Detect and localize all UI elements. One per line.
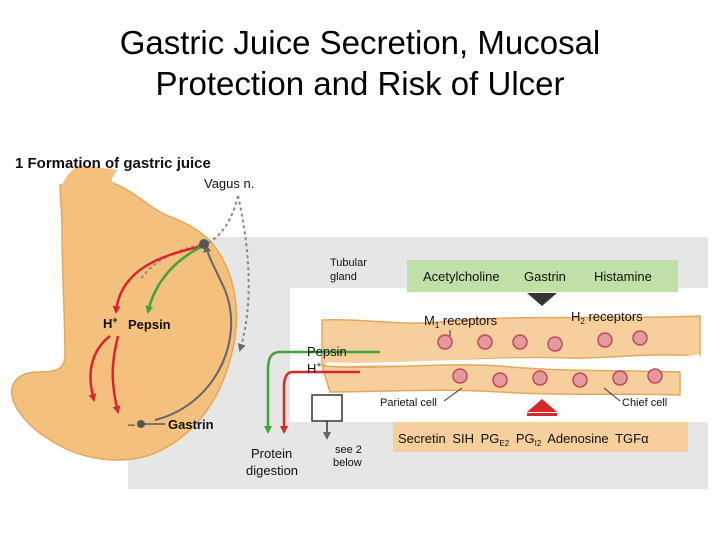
- title-line-1: Gastric Juice Secretion, Mucosal: [119, 24, 601, 61]
- cells-upper: [437, 330, 663, 388]
- gray-loop: [154, 244, 233, 421]
- pepsin-stomach: Pepsin: [128, 317, 171, 332]
- protein-digestion-1: Protein: [251, 446, 292, 461]
- stimulator-bar: [407, 260, 678, 292]
- red-arrow-down-2: [111, 335, 121, 414]
- gland-lumen: [325, 354, 701, 366]
- chief-cell-label: Chief cell: [622, 397, 667, 409]
- chief-pointer: [603, 387, 621, 402]
- pepsin-gland: Pepsin: [307, 344, 347, 359]
- see-below-2: below: [333, 457, 362, 469]
- h2-receptors-label: H2 receptors: [571, 309, 643, 326]
- parietal-cell-label: Parietal cell: [380, 397, 437, 409]
- stim-histamine: Histamine: [594, 269, 652, 284]
- inhibit-marker-bar: [527, 413, 557, 416]
- slide-title: Gastric Juice Secretion, Mucosal Protect…: [60, 22, 660, 104]
- green-arrow-protein: [264, 350, 380, 434]
- gland-tube: [321, 315, 701, 369]
- parietal-pointer: [443, 387, 463, 402]
- stim-gastrin: Gastrin: [524, 269, 566, 284]
- title-line-2: Protection and Risk of Ulcer: [155, 65, 565, 102]
- green-arrow-pepsin: [145, 244, 204, 314]
- gastrin-label: Gastrin: [168, 417, 214, 432]
- stim-acetylcholine: Acetylcholine: [423, 269, 500, 284]
- vagus-label: Vagus n.: [204, 176, 254, 191]
- see-below-1: see 2: [335, 444, 362, 456]
- red-arrow-down: [88, 335, 111, 402]
- inhibitors-text: Secretin SIH PGE2 PGI2 Adenosine TGFα: [398, 431, 649, 449]
- tubular-gland-label-2: gland: [330, 271, 357, 283]
- h-plus-stomach: H+: [103, 315, 118, 331]
- figure-heading: 1 Formation of gastric juice: [15, 155, 211, 172]
- m1-receptors-label: M1 receptors: [424, 313, 498, 330]
- inhibitor-bar: [393, 422, 688, 452]
- vagus-node: [199, 239, 209, 249]
- protein-digestion-2: digestion: [246, 463, 298, 478]
- inhibit-marker-up: [527, 399, 557, 412]
- h-plus-gland: H+: [307, 360, 322, 376]
- stomach-esophagus: [60, 165, 118, 190]
- tubular-gland-label-1: Tubular: [330, 257, 367, 269]
- vagus-path: [205, 195, 239, 245]
- gastrin-path: [139, 243, 207, 281]
- red-arrow-h-plus: [112, 244, 204, 314]
- stimulator-arrow: [527, 293, 557, 306]
- red-arrow-protein: [280, 370, 360, 434]
- gastrin-minus: –: [128, 417, 135, 431]
